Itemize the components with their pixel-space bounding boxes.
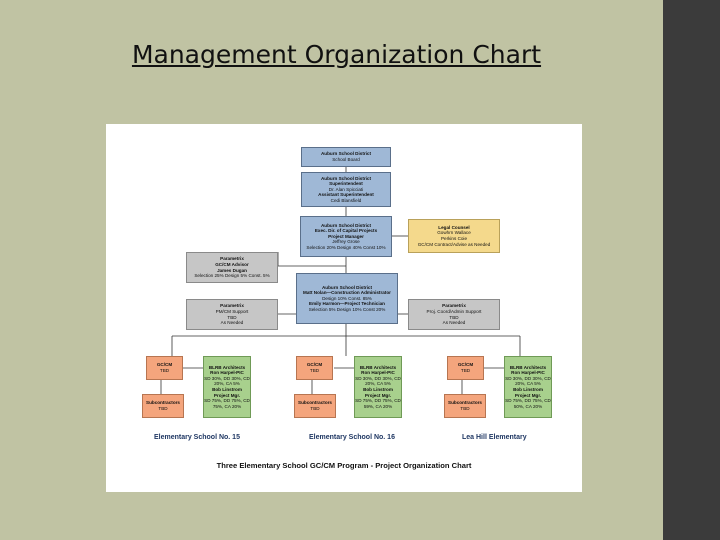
node-text: Perkins Coie bbox=[440, 236, 468, 241]
node-text: 20%, CA 5% bbox=[214, 381, 240, 387]
node-text: Design 10% Const. 85% bbox=[322, 295, 372, 301]
node-text: Cedi Blansfield bbox=[330, 197, 362, 203]
subcontractors-box: Subcontractors TBD bbox=[294, 394, 336, 418]
node-text: Selection 5% Design 10% Const 20% bbox=[308, 306, 386, 312]
node-text: Project Mgr. bbox=[514, 392, 542, 398]
node-text: Subcontractors bbox=[298, 400, 332, 406]
node-text: GC/CM bbox=[457, 362, 474, 368]
parametrix-pm-box: Parametrix PM/CM Support TBD As Needed bbox=[186, 299, 278, 330]
node-text: Matt Nolan—Construction Administrator bbox=[303, 290, 391, 296]
node-text: Parametrix bbox=[442, 303, 466, 309]
node-text: PM/CM Support bbox=[215, 308, 249, 314]
node-text: Gowhrn Wallace bbox=[437, 230, 471, 236]
node-text: SD 30%, DD 30%, CD bbox=[204, 375, 250, 381]
node-text: SD 75%, DD 75%, CD bbox=[204, 398, 250, 404]
node-text: Project Mgr. bbox=[213, 392, 241, 398]
node-text: TBD bbox=[449, 314, 459, 320]
connector-lines bbox=[160, 167, 521, 394]
node-text: Ron Harpel-PIC bbox=[210, 370, 244, 376]
capital-projects-box: Auburn School District Exec. Dir. of Cap… bbox=[300, 216, 392, 257]
school-label: Lea Hill Elementary bbox=[462, 434, 527, 441]
architect-box: BLRB Architects Ron Harpel-PIC SD 30%, D… bbox=[504, 356, 552, 418]
node-text: TBD bbox=[309, 368, 320, 373]
node-text: Auburn School District bbox=[320, 222, 372, 228]
subcontractors-box: Subcontractors TBD bbox=[142, 394, 184, 418]
node-text: GC/CM Advisor bbox=[215, 261, 249, 267]
school-board-box: Auburn School District School Board bbox=[301, 147, 391, 167]
node-text: Subcontractors bbox=[448, 400, 482, 406]
node-text: BLRB Architects bbox=[359, 364, 397, 370]
chart-caption: Three Elementary School GC/CM Program - … bbox=[216, 461, 472, 470]
node-text: SD 75%, DD 75%, CD bbox=[505, 398, 551, 404]
node-text: TBD bbox=[310, 406, 320, 411]
superintendent-box: Auburn School District Superintendent Dr… bbox=[301, 172, 391, 207]
node-text: TBD bbox=[159, 368, 170, 373]
architect-box: BLRB Architects Ron Harpel-PIC SD 30%, D… bbox=[354, 356, 402, 418]
architect-box: BLRB Architects Ron Harpel-PIC SD 30%, D… bbox=[203, 356, 251, 418]
node-text: 20%, CA 5% bbox=[515, 381, 541, 387]
node-text: Jeffrey Grose bbox=[332, 239, 360, 245]
node-text: TBD bbox=[460, 406, 470, 411]
school-label: Elementary School No. 16 bbox=[309, 434, 395, 441]
node-text: Proj. Coord/Admin Support bbox=[426, 308, 482, 314]
node-text: GC/CM bbox=[156, 362, 173, 368]
node-text: 50%, CA 20% bbox=[513, 403, 543, 409]
gccm-box: GC/CM TBD bbox=[146, 356, 183, 380]
legal-counsel-box: Legal Counsel Gowhrn Wallace Perkins Coi… bbox=[408, 219, 500, 253]
subcontractors-box: Subcontractors TBD bbox=[444, 394, 486, 418]
slide-title: Management Organization Chart bbox=[131, 40, 542, 69]
node-text: Emily Harmon—Project Technician bbox=[309, 301, 385, 307]
node-text: GC/CM bbox=[306, 362, 323, 368]
node-text: BLRB Architects bbox=[509, 364, 547, 370]
node-text: Auburn School District bbox=[320, 151, 372, 157]
node-text: TBD bbox=[227, 314, 237, 320]
node-text: Project Manager bbox=[328, 233, 364, 239]
node-text: Parametrix bbox=[220, 256, 244, 262]
node-text: Parametrix bbox=[220, 303, 244, 309]
node-text: Ron Harpel-PIC bbox=[511, 370, 545, 376]
node-text: Project Mgr. bbox=[364, 392, 392, 398]
node-text: Bob Linstrom bbox=[363, 387, 393, 392]
node-text: Bob Linstrom bbox=[212, 387, 242, 392]
node-text: Auburn School District bbox=[321, 284, 373, 290]
node-text: TBD bbox=[158, 406, 168, 411]
node-text: As Needed bbox=[220, 320, 244, 326]
node-text: SD 30%, DD 30%, CD bbox=[355, 375, 401, 381]
parametrix-coord-box: Parametrix Proj. Coord/Admin Support TBD… bbox=[408, 299, 500, 330]
node-text: Superintendent bbox=[329, 181, 363, 187]
node-text: SD 75%, DD 75%, CD bbox=[355, 398, 401, 404]
node-text: 20%, CA 5% bbox=[365, 381, 391, 387]
node-text: James Dugan bbox=[217, 267, 247, 273]
node-text: 75%, CA 20% bbox=[212, 403, 242, 409]
gccm-box: GC/CM TBD bbox=[447, 356, 484, 380]
node-text: Ron Harpel-PIC bbox=[361, 370, 395, 376]
node-text: Bob Linstrom bbox=[513, 387, 543, 392]
node-text: TBD bbox=[460, 368, 471, 373]
parametrix-advisor-box: Parametrix GC/CM Advisor James Dugan Sel… bbox=[186, 252, 278, 283]
node-text: Subcontractors bbox=[146, 400, 180, 406]
gccm-box: GC/CM TBD bbox=[296, 356, 333, 380]
school-label: Elementary School No. 15 bbox=[154, 434, 240, 441]
node-text: School Board bbox=[332, 157, 360, 162]
node-text: Assistant Superintendent bbox=[318, 192, 374, 198]
node-text: Selection 25% Design 5% Const. 5% bbox=[194, 273, 270, 279]
node-text: Auburn School District bbox=[320, 175, 372, 181]
node-text: Legal Counsel bbox=[438, 224, 470, 230]
slide-side-bar bbox=[663, 0, 720, 540]
node-text: SD 30%, DD 30%, CD bbox=[505, 375, 551, 381]
org-chart: Auburn School District School Board Aubu… bbox=[106, 124, 582, 492]
node-text: Selection 20% Design 40% Const 10% bbox=[306, 244, 386, 250]
node-text: Exec. Dir. of Capital Projects bbox=[314, 228, 378, 234]
construction-admin-box: Auburn School District Matt Nolan—Constr… bbox=[296, 273, 398, 324]
node-text: 59%, CA 20% bbox=[363, 403, 393, 409]
node-text: BLRB Architects bbox=[208, 364, 246, 370]
node-text: As Needed bbox=[442, 320, 466, 326]
node-text: Dr. Alan Spicciati bbox=[328, 186, 364, 192]
node-text: GC/CM Contract/Advise as Needed bbox=[417, 241, 491, 247]
